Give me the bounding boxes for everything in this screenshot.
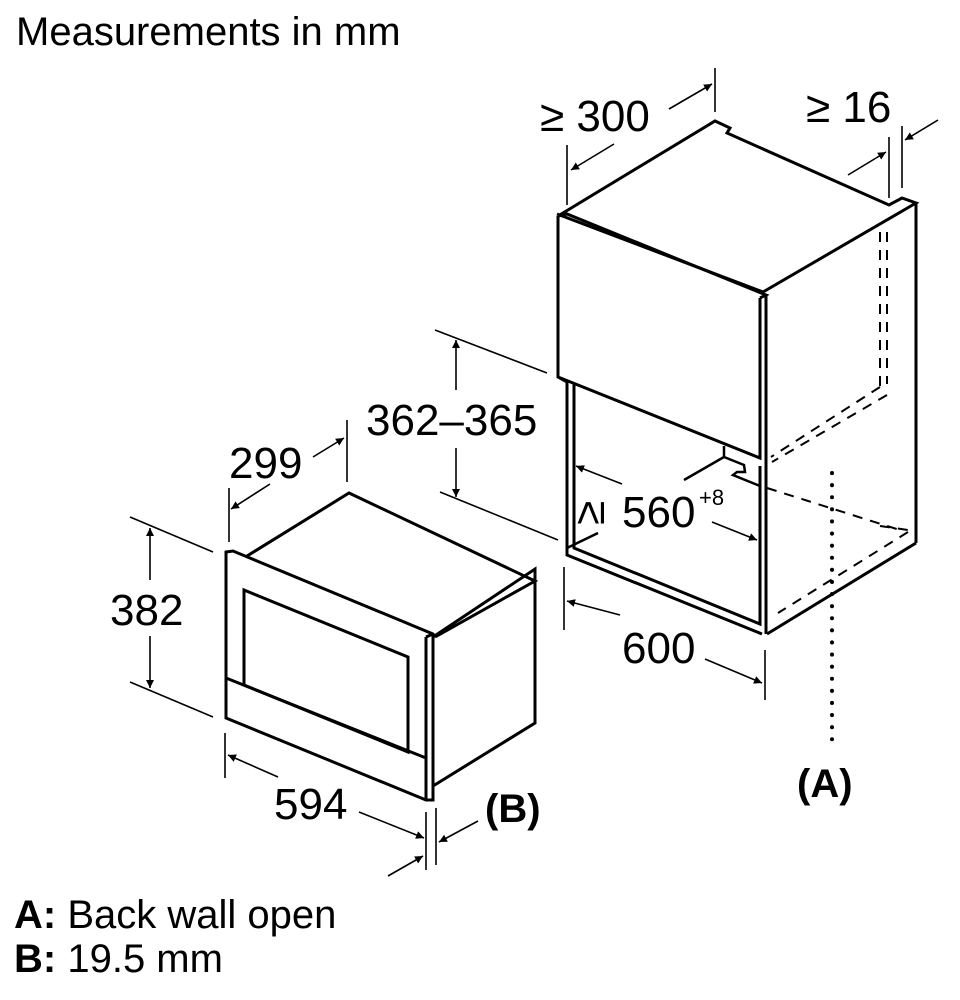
appliance-top-face	[246, 491, 539, 639]
cabinet-hidden-lines	[766, 232, 909, 614]
appliance-front-frame	[224, 549, 435, 802]
legend-item-b: B: 19.5 mm	[14, 937, 223, 981]
appliance-control-strip	[225, 676, 427, 760]
dim-cabinet-width: 600	[622, 624, 695, 673]
dim-appliance-height: 382	[110, 586, 183, 635]
cabinet-opening-frame	[557, 375, 763, 636]
dim-side-gap: ≥ 16	[806, 83, 891, 132]
legend-item-a: A: Back wall open	[14, 893, 336, 937]
marker-b: (B)	[485, 787, 541, 831]
dim-appliance-depth: 299	[229, 439, 302, 488]
cabinet-rail-bracket	[683, 446, 761, 488]
cabinet-dimension-lines	[434, 68, 939, 700]
dim-niche-width-prefix: ≥	[565, 501, 614, 525]
dim-niche-width-tolerance: +8	[699, 485, 724, 510]
dim-appliance-width: 594	[274, 780, 347, 829]
diagram-title: Measurements in mm	[16, 10, 401, 54]
appliance-right-side	[432, 566, 537, 788]
appliance-drawing	[224, 491, 539, 802]
appliance-dimension-lines	[129, 420, 479, 877]
dim-niche-height: 362–365	[366, 396, 537, 445]
marker-a: (A)	[797, 762, 853, 806]
cabinet-top-face	[556, 119, 920, 294]
cabinet-front-top-edge	[557, 212, 770, 300]
dim-niche-width: 560	[622, 488, 695, 537]
cabinet-upper-front-panel	[556, 216, 762, 461]
legend-key: A:	[14, 893, 57, 937]
legend-text: 19.5 mm	[67, 937, 223, 981]
legend-text: Back wall open	[67, 893, 337, 937]
legend-key: B:	[14, 937, 57, 981]
dim-cabinet-depth: ≥ 300	[540, 92, 650, 141]
cabinet-drawing	[556, 119, 920, 636]
